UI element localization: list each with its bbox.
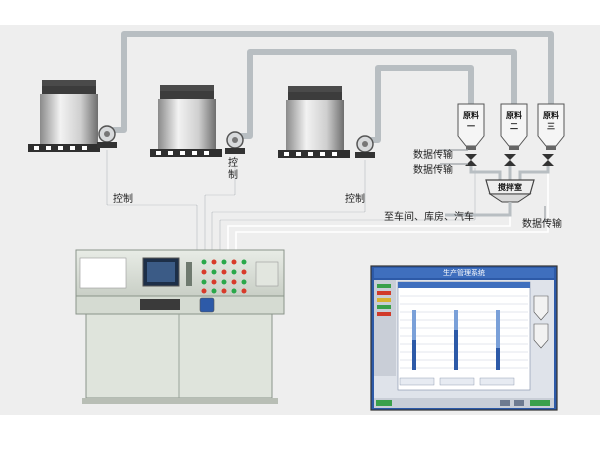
pump-2 [225,131,245,154]
label-data-2: 数据传输 [413,165,453,176]
valve-3 [542,154,554,166]
control-wire-outlines [106,150,476,250]
label-control-2: 控制 [228,158,238,181]
raw-tank-label-3: 原料三 [543,111,559,131]
monitoring-screen [370,265,558,411]
mixer-label: 搅拌室 [498,183,522,192]
mixer-vessel [485,179,535,203]
label-destinations: 至车间、库房、汽车 [384,212,474,223]
pump-1 [97,125,117,148]
label-control-1: 控制 [113,194,133,205]
pipe-2 [240,49,517,139]
valve-2 [504,154,516,166]
valve-1 [465,154,477,166]
raw-tank-3 [537,103,565,150]
console-buttons [201,259,247,294]
raw-tank-2 [500,103,528,150]
label-data-3: 数据传输 [522,219,562,230]
pipe-1 [112,31,554,133]
label-data-1: 数据传输 [413,150,453,161]
pipe-3 [370,65,474,143]
valves [465,154,554,166]
raw-tank-label-2: 原料二 [506,111,522,131]
storage-tank-1 [28,80,100,152]
storage-tank-3 [278,86,350,158]
data-lines [440,149,546,222]
pump-3 [355,135,375,158]
screen-data-rows [400,295,528,369]
control-console [75,249,285,404]
raw-tank-label-1: 原料一 [463,111,479,131]
mixer-outlet-line [445,202,512,217]
pipes [112,31,554,143]
raw-tank-1 [457,103,485,150]
screen-title: 生产管理系统 [443,269,485,277]
storage-tank-2 [150,85,222,157]
mixer-feed-lines [469,166,550,180]
label-control-3: 控制 [345,194,365,205]
